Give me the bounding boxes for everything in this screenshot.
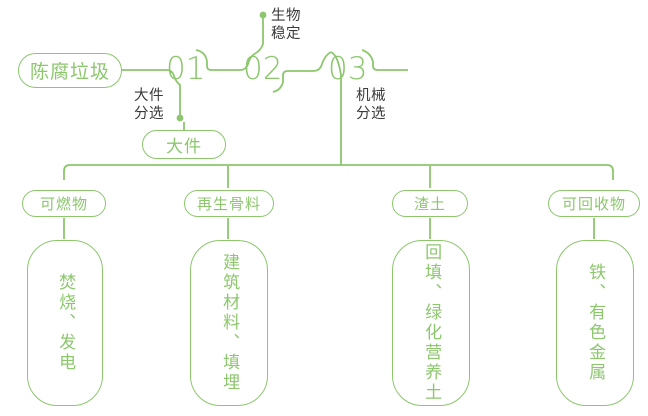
outcome-text-4: 铁、有色金属 bbox=[585, 263, 606, 383]
stage-number-01[interactable]: 01 bbox=[166, 51, 206, 87]
wire-02-left-arc bbox=[239, 52, 257, 71]
endpoint-dot-bulky bbox=[176, 114, 184, 122]
source-node[interactable]: 陈腐垃圾 bbox=[18, 53, 122, 88]
outcome-text-2: 建筑材料、填埋 bbox=[219, 253, 240, 393]
distribution-bus bbox=[63, 164, 614, 180]
wire-01-branch-down bbox=[166, 69, 181, 118]
outcome-box-2[interactable]: 建筑材料、填埋 bbox=[190, 240, 268, 406]
stage-03-process-note: 机械 分选 bbox=[356, 88, 386, 122]
stage-number-03[interactable]: 03 bbox=[328, 51, 368, 87]
wire-01-to-02-upper bbox=[195, 49, 240, 71]
category-pill-4[interactable]: 可回收物 bbox=[548, 190, 640, 217]
stage-number-02[interactable]: 02 bbox=[243, 51, 283, 87]
stage-01-process-note: 大件 分选 bbox=[134, 88, 164, 122]
outcome-box-1[interactable]: 焚烧、发电 bbox=[27, 240, 103, 406]
wire-02-branch-up bbox=[255, 18, 264, 54]
category-pill-3[interactable]: 渣土 bbox=[392, 190, 468, 217]
wire-03-right-tail bbox=[361, 49, 408, 71]
stage-02-top-note: 生物 稳定 bbox=[271, 8, 301, 42]
wire-03-left-arc bbox=[312, 51, 332, 72]
stage-01-output-pill[interactable]: 大件 bbox=[142, 130, 226, 159]
outcome-box-3[interactable]: 回填、绿化营养土 bbox=[392, 240, 470, 406]
outcome-text-3: 回填、绿化营养土 bbox=[421, 243, 442, 403]
outcome-box-4[interactable]: 铁、有色金属 bbox=[556, 240, 634, 406]
endpoint-dot-biostable bbox=[259, 11, 267, 19]
wire-02-to-03-lower bbox=[272, 70, 313, 93]
outcome-text-1: 焚烧、发电 bbox=[55, 273, 76, 373]
category-pill-1[interactable]: 可燃物 bbox=[22, 190, 106, 217]
wire-03-branch-down bbox=[330, 51, 342, 165]
category-pill-2[interactable]: 再生骨料 bbox=[184, 190, 274, 217]
